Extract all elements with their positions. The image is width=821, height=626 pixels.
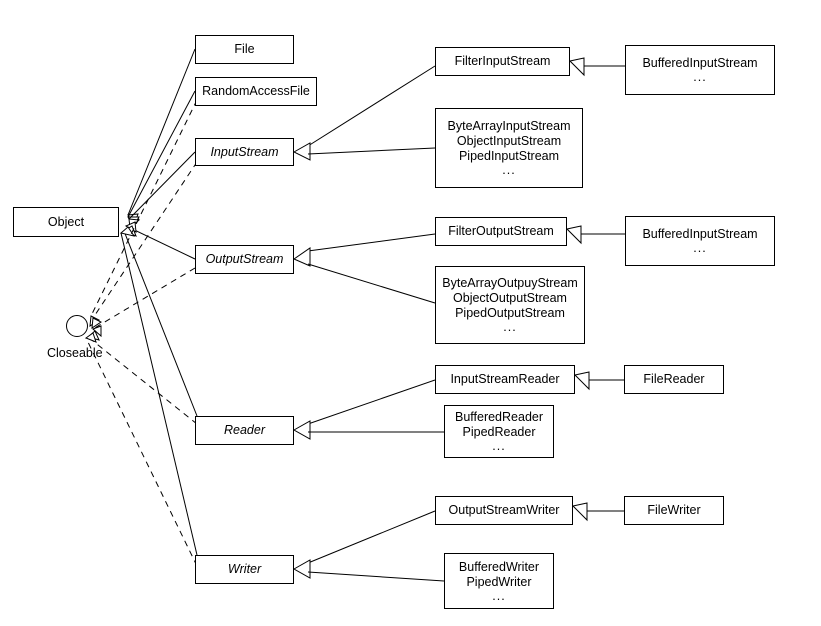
class-node-writer[interactable]: Writer [195, 555, 294, 584]
class-label-ellipsis: ... [693, 70, 707, 84]
class-label-reader: Reader [224, 423, 265, 437]
class-label-ellipsis: ... [492, 439, 506, 453]
class-label-line: ByteArrayInputStream [447, 119, 571, 133]
edge-filteroutputstream-to-outputstream [292, 233, 436, 267]
class-label-file-reader: FileReader [643, 372, 705, 386]
class-node-filter-output-stream[interactable]: FilterOutputStream [435, 217, 567, 246]
class-label-writer: Writer [227, 562, 262, 576]
class-node-reader[interactable]: Reader [195, 416, 294, 445]
class-node-input-stream-reader[interactable]: InputStreamReader [435, 365, 575, 394]
class-label-line: PipedReader [462, 425, 536, 439]
edge-reader-to-closeable [86, 330, 198, 425]
edge-outputstreamwriter-to-writer [292, 510, 436, 579]
class-label-line: BufferedInputStream [642, 56, 758, 70]
class-label-line: PipedOutputStream [455, 306, 565, 320]
edge-writer-to-closeable [84, 332, 198, 567]
interface-node-closeable[interactable] [66, 315, 88, 337]
edge-outputstream-to-closeable [92, 267, 196, 338]
class-label-output-stream-writer: OutputStreamWriter [448, 503, 560, 517]
class-label-output-stream: OutputStream [205, 252, 284, 266]
class-label-line: BufferedWriter [458, 559, 540, 574]
class-node-buffered-output-stream[interactable]: BufferedInputStream... [625, 216, 775, 266]
class-node-random-access-file[interactable]: RandomAccessFile [195, 77, 317, 106]
class-label-ellipsis: ... [503, 320, 517, 334]
class-label-filter-input-stream: FilterInputStream [454, 54, 551, 68]
interface-label-closeable: Closeable [47, 346, 103, 360]
class-label-random-access-file: RandomAccessFile [202, 84, 310, 98]
edge-bytearrayoutputgroup-to-outputstream [307, 263, 436, 304]
edge-inputstream-to-object [128, 151, 196, 230]
class-node-filter-input-stream[interactable]: FilterInputStream [435, 47, 570, 76]
edge-bufferedoutputstream-to-filteroutputstream [565, 225, 625, 245]
class-label-input-stream-reader: InputStreamReader [450, 372, 560, 386]
class-node-file-writer[interactable]: FileWriter [624, 496, 724, 525]
class-node-file-reader[interactable]: FileReader [624, 365, 724, 394]
edge-bufferedwritergroup-to-writer [307, 571, 445, 582]
edge-filewriter-to-outputstreamwriter [571, 502, 624, 522]
edge-randomaccessfile-to-object [127, 90, 196, 229]
edge-bytearrayinputgroup-to-inputstream [307, 147, 436, 155]
class-node-file[interactable]: File [195, 35, 294, 64]
class-label-ellipsis: ... [502, 163, 516, 177]
class-label-line: ObjectOutputStream [453, 291, 567, 305]
class-label-file: File [234, 42, 255, 56]
class-label-line: BufferedInputStream [642, 227, 758, 241]
class-node-output-stream-writer[interactable]: OutputStreamWriter [435, 496, 573, 525]
class-node-buffered-input-stream[interactable]: BufferedInputStream... [625, 45, 775, 95]
class-label-line: ByteArrayOutpuyStream [442, 276, 578, 290]
edge-writer-to-object [119, 226, 198, 556]
edge-file-to-object [127, 48, 196, 227]
edge-filereader-to-inputstreamreader [573, 371, 624, 391]
class-label-file-writer: FileWriter [647, 503, 701, 517]
class-node-input-stream[interactable]: InputStream [195, 138, 294, 166]
class-label-line: PipedInputStream [458, 149, 560, 163]
class-label-line: ObjectInputStream [456, 134, 562, 148]
edge-reader-to-object [122, 225, 198, 417]
edge-outputstream-to-object [124, 221, 196, 260]
edge-inputstream-to-closeable [91, 161, 198, 330]
class-node-output-stream[interactable]: OutputStream [195, 245, 294, 274]
class-node-object[interactable]: Object [13, 207, 119, 237]
edge-bufferedinputstream-to-filterinputstream [568, 57, 625, 77]
class-label-ellipsis: ... [693, 241, 707, 255]
class-label-input-stream: InputStream [210, 144, 279, 159]
class-label-object: Object [47, 214, 85, 229]
edge-inputstreamreader-to-reader [292, 379, 436, 440]
class-label-ellipsis: ... [492, 588, 506, 603]
class-label-filter-output-stream: FilterOutputStream [448, 224, 554, 238]
class-label-line: PipedWriter [466, 574, 532, 589]
class-label-line: BufferedReader [454, 410, 544, 424]
